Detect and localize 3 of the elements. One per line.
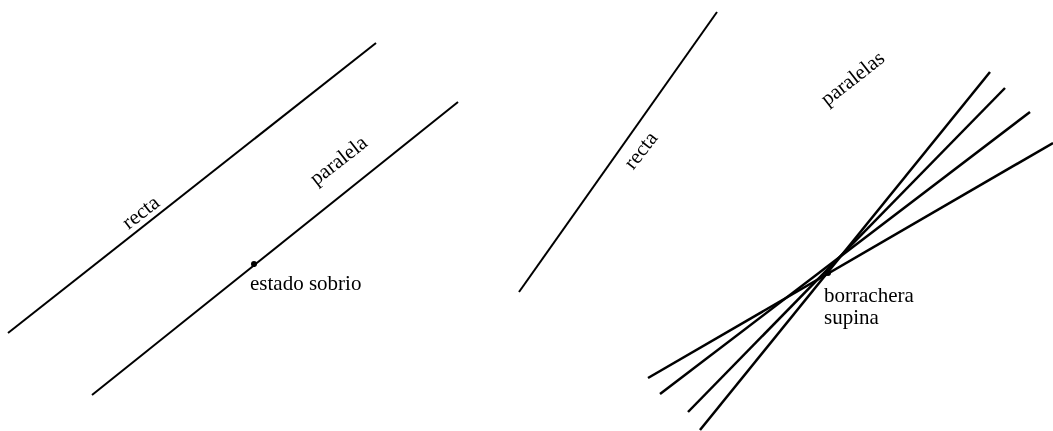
state-label: estado sobrio [250, 272, 362, 295]
line-label: recta [117, 190, 163, 234]
state-label: borrachera supina [824, 284, 915, 329]
